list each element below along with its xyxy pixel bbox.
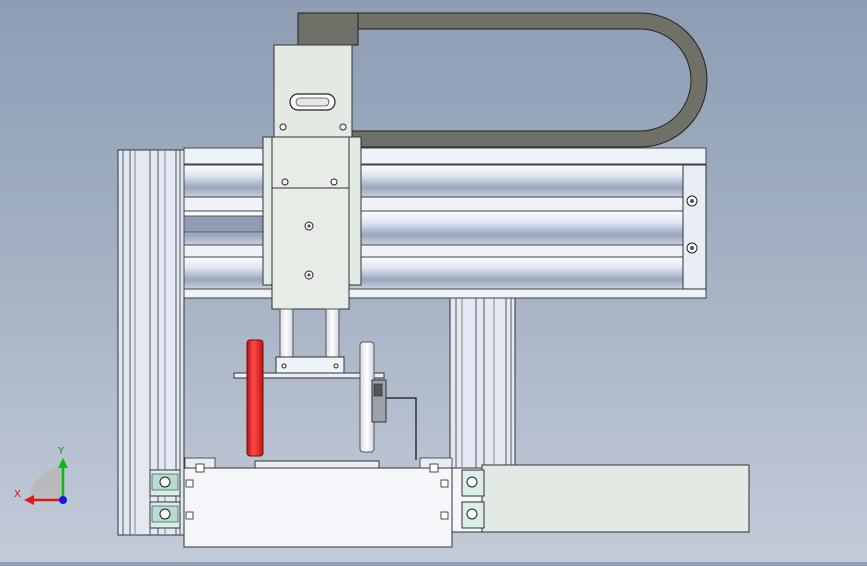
side-bracket (371, 379, 417, 460)
right-vertical-profile (449, 297, 516, 469)
red-rod (246, 339, 264, 457)
right-base-plate (481, 464, 750, 533)
left-corner-brackets (149, 469, 181, 529)
x-axis-label: X (14, 489, 21, 500)
z-axis-dot (59, 496, 67, 504)
carriage-plate (262, 136, 362, 310)
guide-shafts (279, 308, 340, 360)
y-axis-label: Y (57, 446, 65, 457)
horizontal-beam (183, 147, 707, 299)
x-axis-arrowhead (24, 495, 34, 505)
right-corner-brackets (461, 469, 485, 529)
base-box (183, 457, 483, 548)
cable-chain (297, 12, 708, 148)
tool-plate (233, 356, 385, 379)
y-axis-arrowhead (58, 458, 68, 468)
chain-bracket (273, 44, 353, 138)
axis-triad: X Y (14, 446, 68, 505)
